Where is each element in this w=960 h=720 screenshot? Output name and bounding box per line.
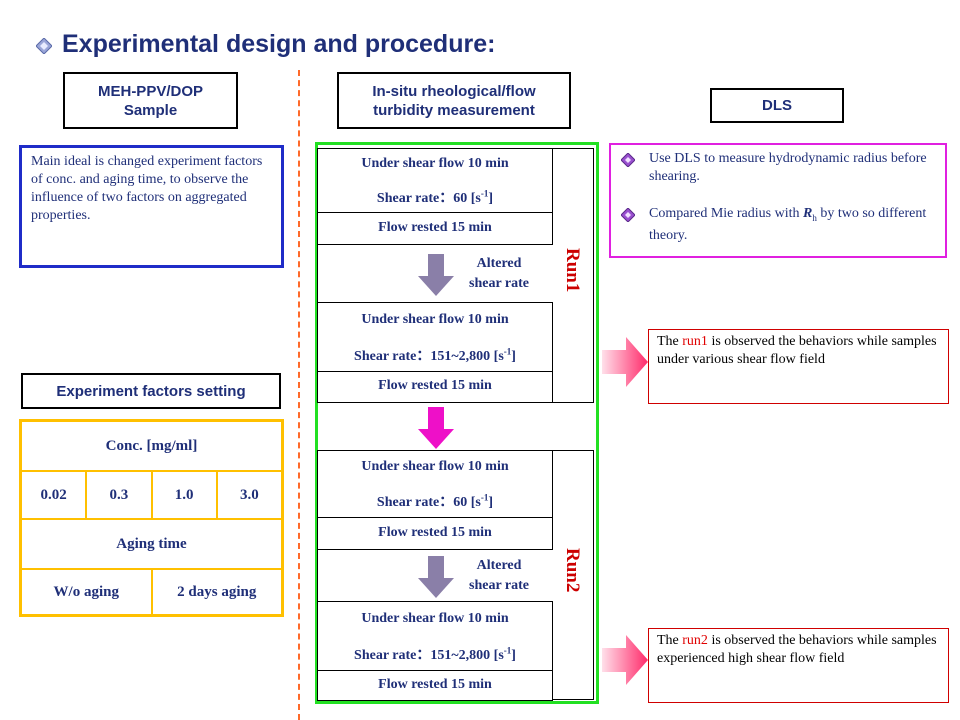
conc-value: 0.3 bbox=[87, 472, 153, 518]
diamond-bullet-icon bbox=[36, 38, 52, 54]
dls-item-1: Use DLS to measure hydrodynamic radius b… bbox=[649, 151, 927, 184]
aging-label-row: Aging time bbox=[22, 520, 281, 570]
run2-note: The run2 is observed the behaviors while… bbox=[648, 628, 949, 703]
insitu-header-line2: turbidity measurement bbox=[373, 101, 535, 119]
conc-value: 1.0 bbox=[153, 472, 218, 518]
shear-duration-text: Under shear flow 10 min bbox=[361, 611, 509, 626]
conc-label: Conc. [mg/ml] bbox=[105, 437, 198, 454]
down-arrow-icon bbox=[418, 254, 454, 296]
dls-box: Use DLS to measure hydrodynamic radius b… bbox=[609, 143, 947, 258]
run1-rest-step-1: Flow rested 15 min bbox=[317, 212, 553, 245]
rest-text: Flow rested 15 min bbox=[378, 220, 492, 235]
right-arrow-icon bbox=[602, 337, 648, 387]
procedure-container bbox=[315, 142, 599, 704]
shear-rate-text: Shear rate：60 [s-1] bbox=[376, 492, 494, 510]
aging-value: W/o aging bbox=[22, 570, 153, 614]
run1-rest-step-2: Flow rested 15 min bbox=[317, 371, 553, 403]
run2-shear-step-1: Under shear flow 10 min Shear rate：60 [s… bbox=[317, 450, 553, 518]
run1-label: Run1 bbox=[562, 248, 583, 293]
factors-table: Conc. [mg/ml] 0.02 0.3 1.0 3.0 Aging tim… bbox=[19, 419, 284, 617]
aging-label: Aging time bbox=[116, 535, 187, 552]
main-idea-text: Main ideal is changed experiment factors… bbox=[31, 154, 263, 223]
shear-duration-text: Under shear flow 10 min bbox=[361, 156, 509, 171]
run2-shear-step-2: Under shear flow 10 min Shear rate：151~2… bbox=[317, 601, 553, 671]
conc-values-row: 0.02 0.3 1.0 3.0 bbox=[22, 472, 281, 520]
conc-value: 0.02 bbox=[22, 472, 88, 518]
rest-text: Flow rested 15 min bbox=[378, 525, 492, 540]
run2-rest-step-1: Flow rested 15 min bbox=[317, 517, 553, 550]
run1-note: The run1 is observed the behaviors while… bbox=[648, 329, 949, 404]
page-title: Experimental design and procedure: bbox=[62, 30, 496, 58]
aging-value: 2 days aging bbox=[177, 583, 257, 600]
run2-highlight: run2 bbox=[682, 633, 708, 648]
right-arrow-icon bbox=[602, 635, 648, 685]
factors-title: Experiment factors setting bbox=[21, 373, 281, 409]
rest-text: Flow rested 15 min bbox=[378, 677, 492, 692]
run2-label: Run2 bbox=[562, 548, 583, 593]
diamond-icon bbox=[621, 153, 635, 167]
shear-rate-text: Shear rate：60 [s-1] bbox=[376, 188, 494, 206]
conc-label-row: Conc. [mg/ml] bbox=[22, 422, 281, 472]
conc-value: 3.0 bbox=[240, 486, 259, 503]
sample-header-line1: MEH-PPV/DOP bbox=[97, 82, 203, 100]
dls-header: DLS bbox=[710, 88, 844, 123]
shear-duration-text: Under shear flow 10 min bbox=[361, 312, 509, 327]
main-idea-box: Main ideal is changed experiment factors… bbox=[19, 145, 284, 268]
aging-values-row: W/o aging 2 days aging bbox=[22, 570, 281, 614]
insitu-header-line1: In-situ rheological/flow bbox=[372, 82, 536, 100]
dashed-divider bbox=[298, 70, 300, 720]
down-arrow-icon bbox=[418, 556, 454, 598]
rest-text: Flow rested 15 min bbox=[378, 378, 492, 393]
shear-rate-text: Shear rate：151~2,800 [s-1] bbox=[354, 346, 516, 364]
diamond-icon bbox=[621, 208, 635, 222]
dls-item-2: Compared Mie radius with Rh by two so di… bbox=[649, 206, 927, 243]
down-arrow-icon bbox=[418, 407, 454, 449]
shear-rate-text: Shear rate：151~2,800 [s-1] bbox=[354, 645, 516, 663]
run2-rest-step-2: Flow rested 15 min bbox=[317, 670, 553, 701]
run1-shear-step-2: Under shear flow 10 min Shear rate：151~2… bbox=[317, 302, 553, 372]
shear-duration-text: Under shear flow 10 min bbox=[361, 459, 509, 474]
sample-header-line2: Sample bbox=[123, 101, 178, 119]
run1-highlight: run1 bbox=[682, 334, 708, 349]
run1-shear-step-1: Under shear flow 10 min Shear rate：60 [s… bbox=[317, 148, 553, 213]
